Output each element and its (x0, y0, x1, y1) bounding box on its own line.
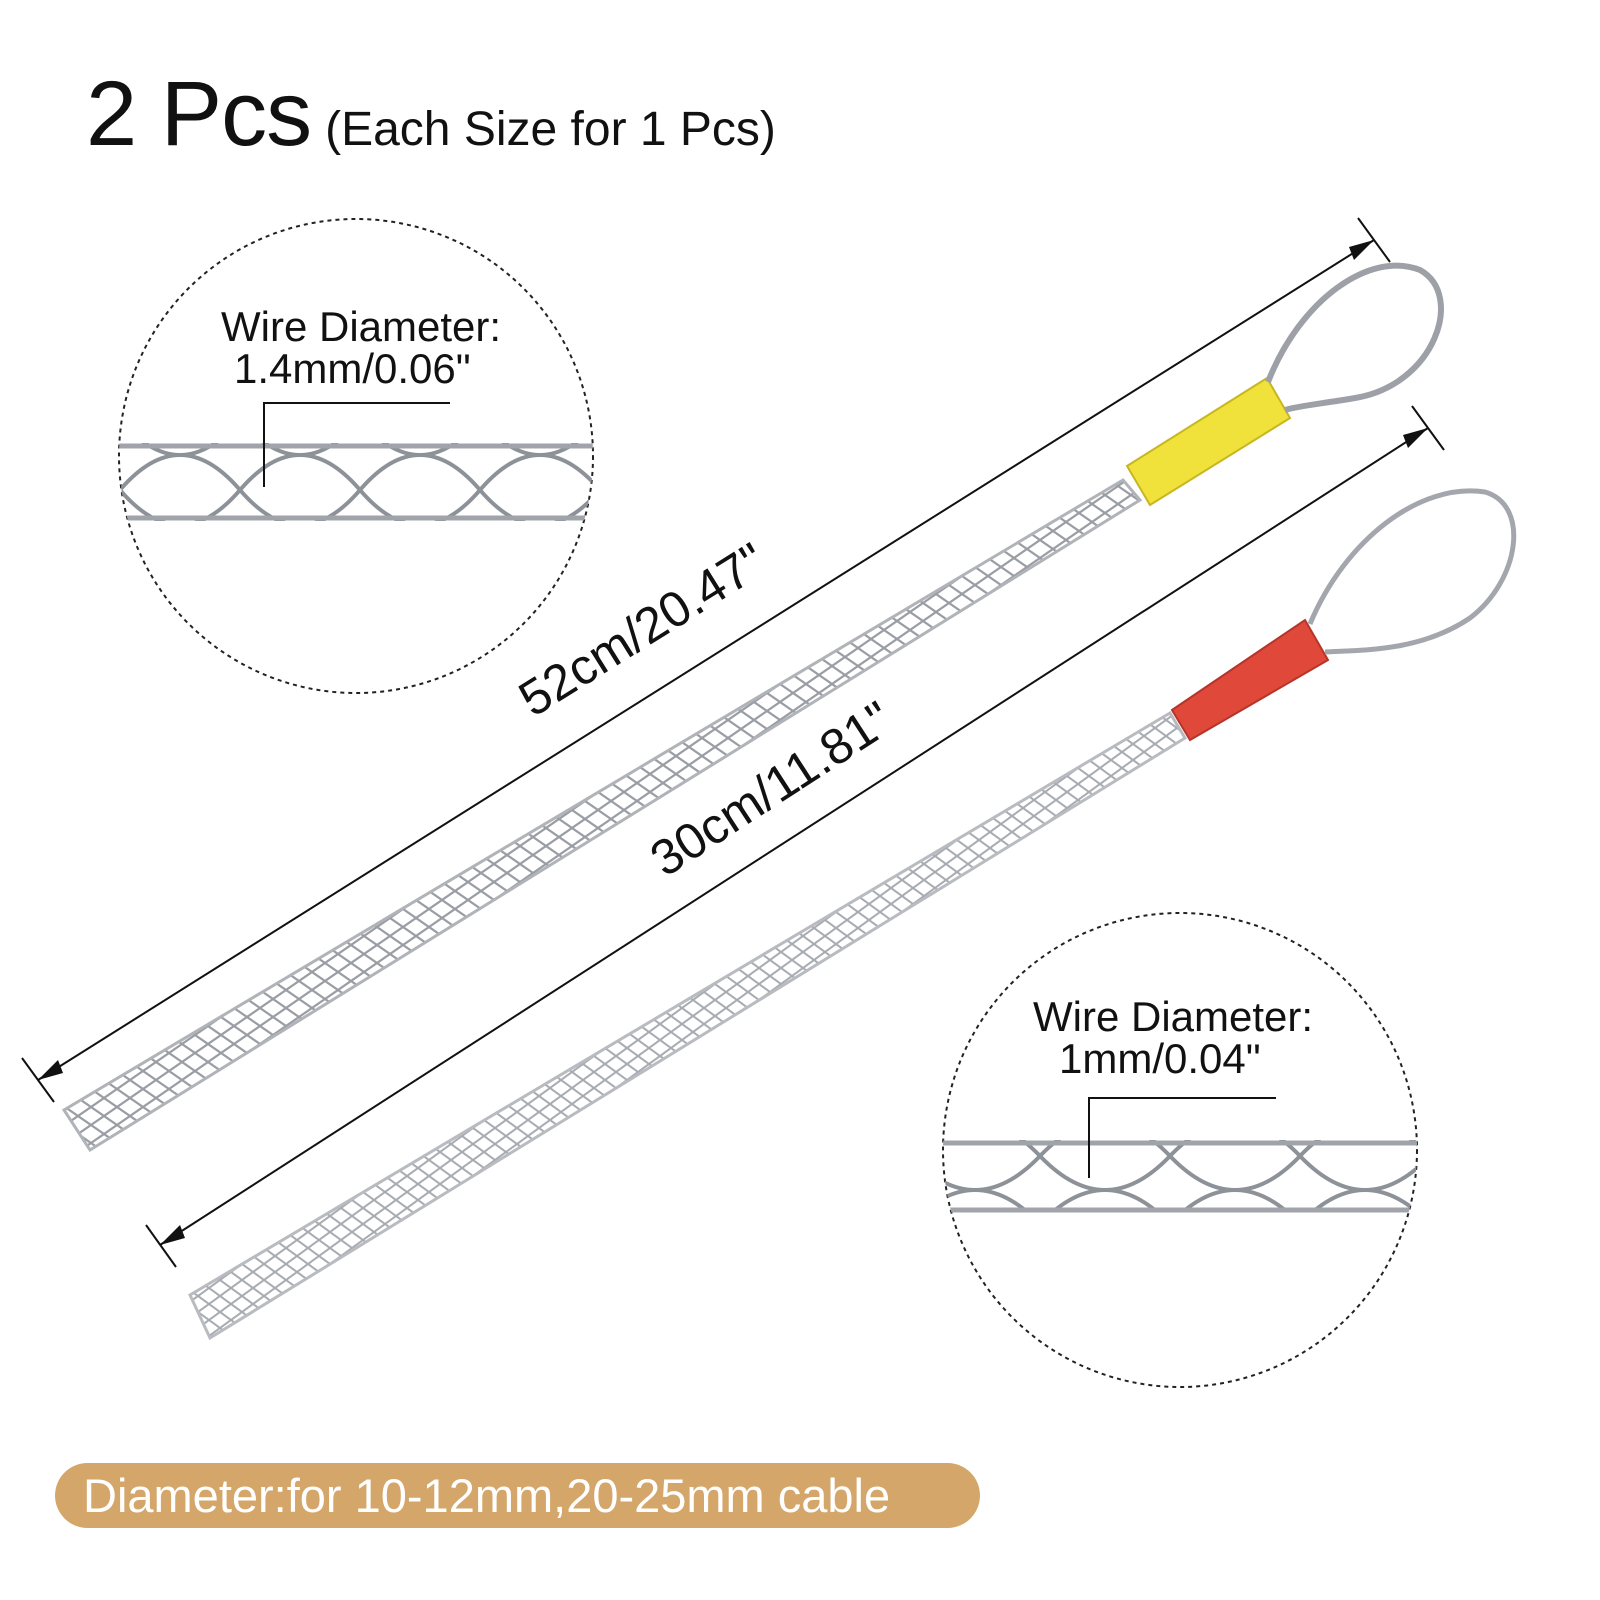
detail-top-line1: Wire Diameter: (221, 303, 501, 350)
long-grip-loop (1265, 262, 1444, 413)
long-grip-mesh (61, 478, 1143, 1153)
zoomed-mesh-bottom (943, 1140, 1417, 1212)
detail-bottom-line2: 1mm/0.04" (1059, 1035, 1261, 1082)
title-sub: (Each Size for 1 Pcs) (325, 103, 776, 156)
short-grip-sleeve (1170, 618, 1330, 742)
long-grip-sleeve (1125, 376, 1292, 507)
title-main: 2 Pcs (86, 63, 312, 165)
detail-bottom-line1: Wire Diameter: (1033, 993, 1313, 1040)
zoomed-mesh-top (119, 443, 593, 521)
page-title: 2 Pcs(Each Size for 1 Pcs) (86, 62, 776, 167)
cable-diameter-banner: Diameter:for 10-12mm,20-25mm cable (55, 1463, 980, 1528)
short-grip-mesh (188, 710, 1188, 1341)
short-grip-dimension-arrow (145, 405, 1445, 1268)
detail-top-line2: 1.4mm/0.06" (234, 345, 471, 392)
detail-circle-bottom: Wire Diameter: 1mm/0.04" (942, 912, 1418, 1388)
long-grip-dimension-arrow (21, 217, 1391, 1103)
short-grip-loop (1307, 488, 1517, 655)
detail-circle-top: Wire Diameter: 1.4mm/0.06" (118, 218, 594, 694)
